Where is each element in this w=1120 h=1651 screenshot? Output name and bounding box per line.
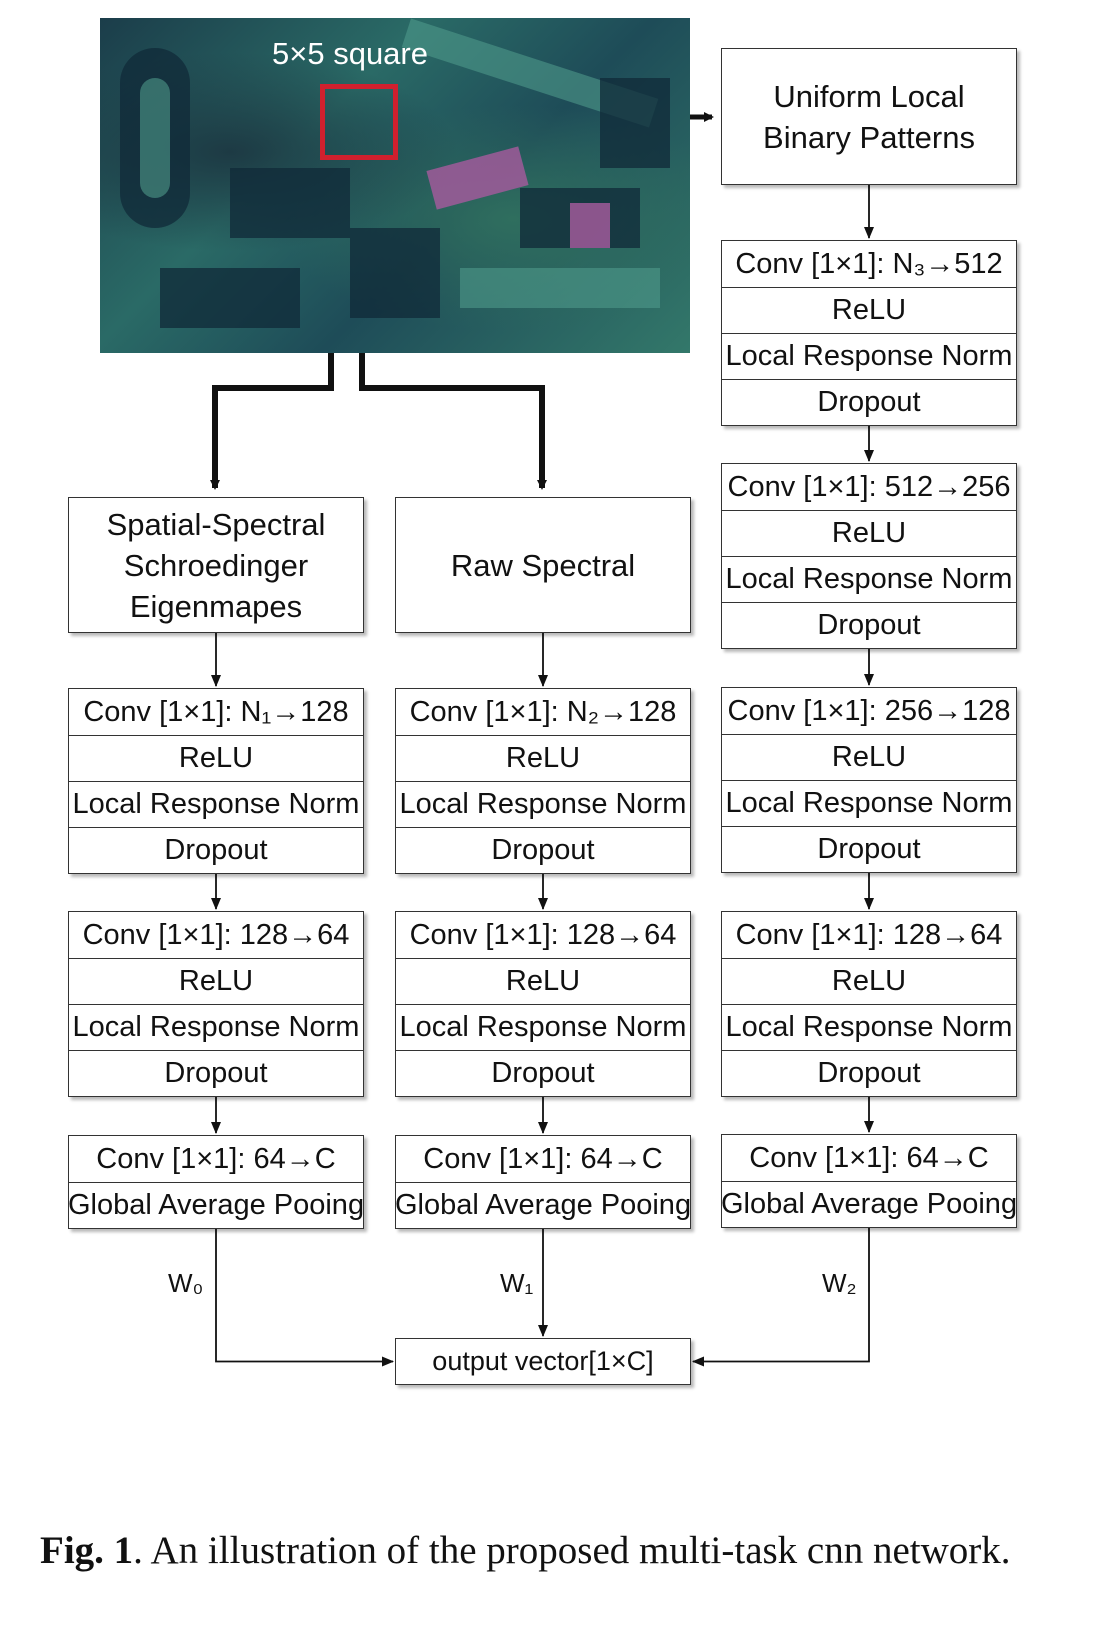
- layer-cell: Conv [1×1]: 64→C: [96, 1142, 336, 1175]
- hyperspectral-image: [100, 18, 690, 353]
- output-arrow: [692, 1226, 870, 1367]
- layer-cell: Local Response Norm: [69, 781, 363, 827]
- layer-cell: Local Response Norm: [69, 1004, 363, 1050]
- layer-cell: Conv [1×1]: 128→64: [82, 918, 350, 951]
- layer-cell: Dropout: [396, 1050, 690, 1096]
- layer-cell: Local Response Norm: [722, 556, 1016, 602]
- layer-cell: Dropout: [722, 602, 1016, 648]
- layer-cell: Local Response Norm: [396, 1004, 690, 1050]
- branch-title: Uniform Local Binary Patterns: [763, 78, 975, 155]
- branch-title-box-raw: Raw Spectral: [395, 497, 691, 633]
- layer-cell: Local Response Norm: [722, 1004, 1016, 1050]
- layer-cell: Conv [1×1]: N₁→128: [83, 695, 349, 728]
- layer-cell: ReLU: [722, 287, 1016, 333]
- caption-text: . An illustration of the proposed multi-…: [133, 1529, 1011, 1572]
- branch-title: Spatial-Spectral Schroedinger Eigenmapes: [106, 506, 326, 624]
- layer-cell: Local Response Norm: [396, 781, 690, 827]
- branch-title-box-lbp: Uniform Local Binary Patterns: [721, 48, 1017, 185]
- patch-label: 5×5 square: [272, 36, 428, 71]
- output-vector-box: output vector[1×C]: [395, 1338, 691, 1385]
- layer-cell: Global Average Pooing: [721, 1181, 1017, 1227]
- layer-cell: Conv [1×1]: 128→64: [735, 918, 1003, 951]
- layer-cell: Dropout: [722, 1050, 1016, 1096]
- branch-weight: W₀: [168, 1268, 204, 1298]
- caption-label: Fig. 1: [40, 1529, 134, 1572]
- layer-cell: Conv [1×1]: 64→C: [749, 1141, 989, 1174]
- branch-title-box-sse: Spatial-Spectral Schroedinger Eigenmapes: [68, 497, 364, 633]
- layer-cell: Conv [1×1]: 128→64: [409, 918, 677, 951]
- layer-cell: ReLU: [69, 735, 363, 781]
- layer-cell: ReLU: [69, 958, 363, 1004]
- layer-cell: Conv [1×1]: 256→128: [727, 694, 1011, 727]
- layer-cell: ReLU: [396, 958, 690, 1004]
- figure-caption: Fig. 1. An illustration of the proposed …: [40, 1526, 1080, 1576]
- layer-cell: ReLU: [722, 958, 1016, 1004]
- output-vector-label: output vector[1×C]: [432, 1346, 654, 1376]
- layer-cell: Conv [1×1]: N₂→128: [409, 695, 677, 728]
- branch-title: Raw Spectral: [450, 547, 636, 583]
- layer-cell: Global Average Pooing: [68, 1182, 364, 1228]
- layer-block: Conv [1×1]: 64→C Global Average Pooing: [721, 1134, 1017, 1228]
- layer-cell: Local Response Norm: [722, 780, 1016, 826]
- layer-cell: Dropout: [722, 379, 1016, 425]
- layer-cell: Global Average Pooing: [395, 1182, 691, 1228]
- layer-cell: Conv [1×1]: 64→C: [423, 1142, 663, 1175]
- output-arrow: [215, 1227, 394, 1367]
- layer-cell: Conv [1×1]: 512→256: [727, 470, 1011, 503]
- layer-cell: ReLU: [396, 735, 690, 781]
- layer-cell: Dropout: [69, 827, 363, 873]
- layer-cell: ReLU: [722, 734, 1016, 780]
- patch-square: [320, 84, 398, 160]
- layer-cell: Local Response Norm: [722, 333, 1016, 379]
- branch-weight: W₁: [500, 1268, 534, 1298]
- layer-cell: Conv [1×1]: N₃→512: [735, 247, 1003, 280]
- layer-cell: Dropout: [396, 827, 690, 873]
- layer-block: Conv [1×1]: 64→C Global Average Pooing: [68, 1135, 364, 1229]
- layer-cell: ReLU: [722, 510, 1016, 556]
- layer-cell: Dropout: [69, 1050, 363, 1096]
- branch-weight: W₂: [822, 1268, 857, 1298]
- layer-block: Conv [1×1]: 64→C Global Average Pooing: [395, 1135, 691, 1229]
- layer-cell: Dropout: [722, 826, 1016, 872]
